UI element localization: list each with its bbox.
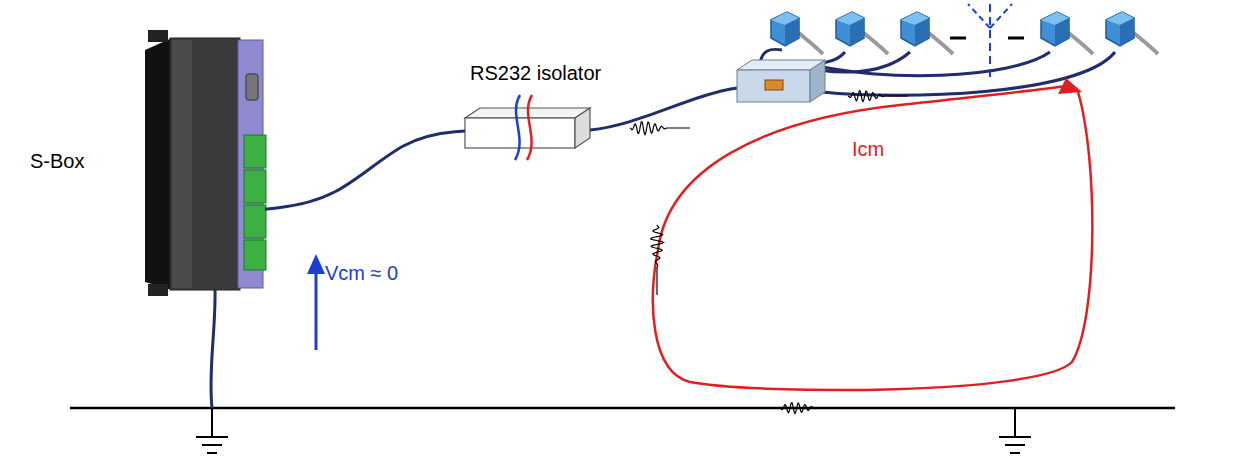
ground-line [70,407,1175,410]
antenna-symbol [968,4,1012,78]
device-node: S-Box [145,38,265,290]
serial-cable [590,88,737,130]
ground-symbol [999,408,1031,453]
arrow-head [307,254,325,274]
s-box-device [145,30,266,296]
arrow-head [1058,78,1082,94]
current-loop [653,86,1092,390]
sensor [901,12,953,54]
voltage-label: Vcm ≈ 0 [325,262,398,285]
current-label: Icm [852,138,884,161]
hub-box [737,60,825,102]
isolation-barrier [527,95,532,160]
device-label: S-Box [30,150,84,173]
earth-cable [211,288,215,408]
isolator-node: RS232 isolator [465,110,590,148]
noise-burst [780,403,840,414]
noise-burst [630,122,690,135]
voltage-arrow [315,270,318,350]
noise-burst [651,225,664,295]
sensor [836,12,888,54]
sensor [1106,12,1158,54]
sensor [771,12,823,54]
device-label: RS232 isolator [470,62,601,85]
isolation-barrier [515,95,520,160]
sensor [1041,12,1093,54]
continuation-dashes [950,37,1024,40]
ground-symbol [196,408,228,453]
noise-burst [848,91,908,102]
serial-cable [265,131,465,209]
